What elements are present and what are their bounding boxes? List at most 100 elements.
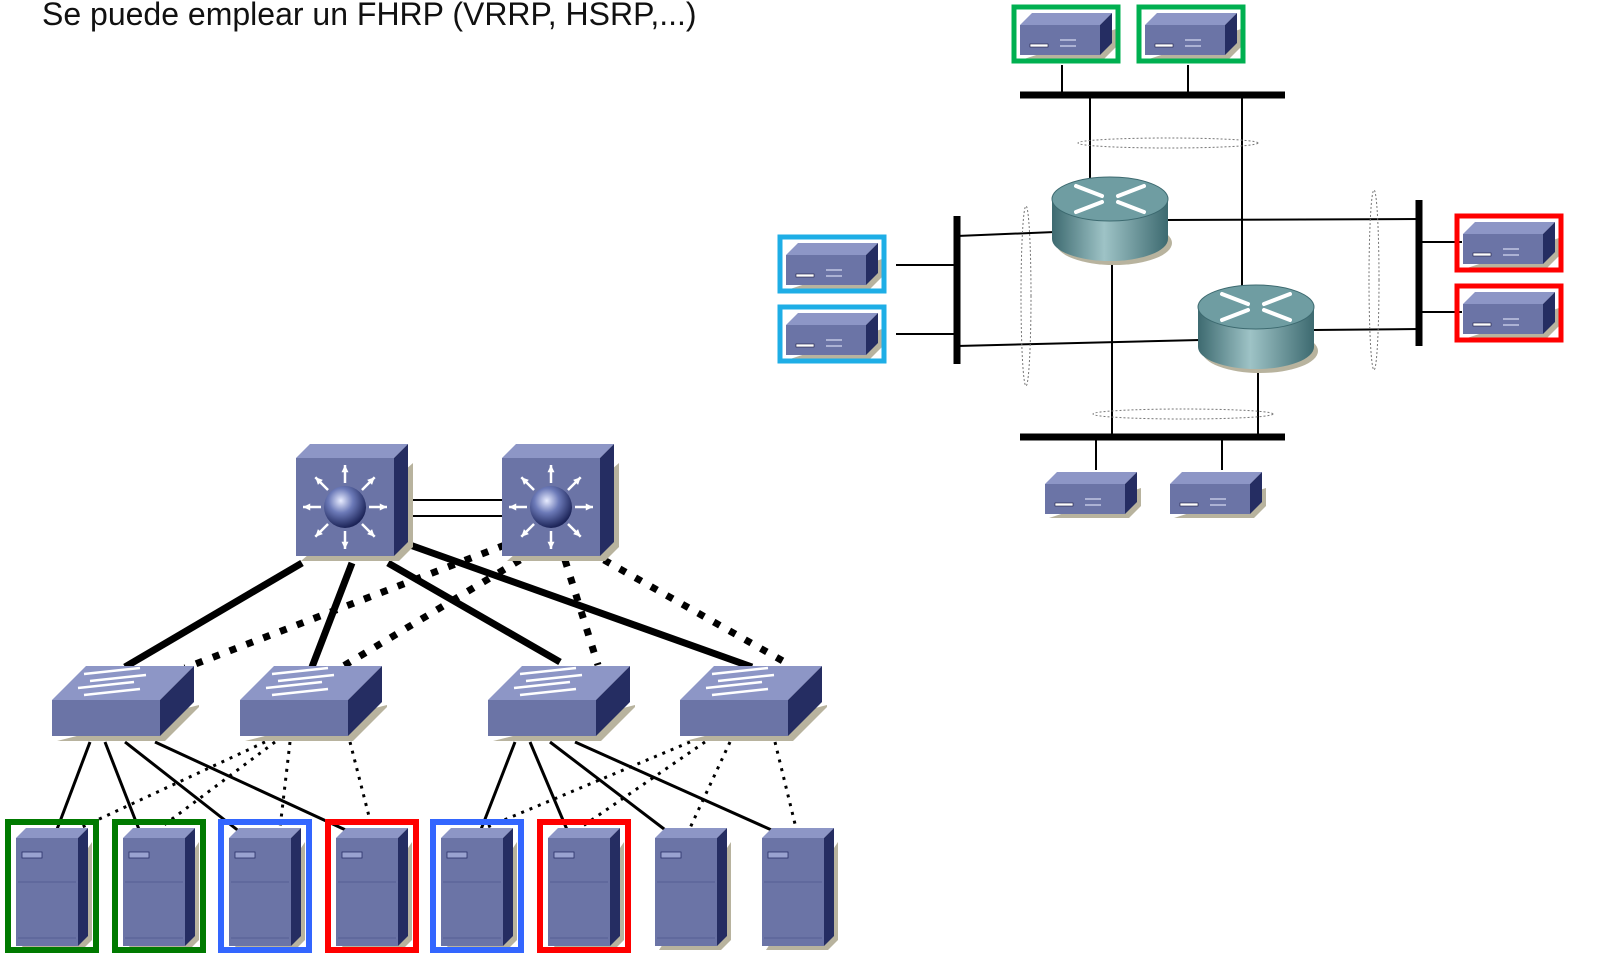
server-side [291, 828, 301, 946]
server-5 [430, 819, 524, 953]
standby-server-link [484, 740, 691, 830]
switch-arrow [519, 666, 577, 676]
server-top [123, 828, 195, 838]
server-3 [218, 819, 312, 953]
router-arrow [1220, 292, 1250, 306]
core-arrowhead [573, 529, 581, 537]
host-highlight-outline [777, 234, 887, 294]
router-b [1197, 284, 1318, 373]
core-top [296, 444, 408, 458]
core-switch-b [502, 444, 619, 561]
server-drive [553, 851, 575, 859]
core-arrowhead [367, 529, 375, 537]
core-arrowhead [547, 541, 555, 549]
server-7 [655, 828, 731, 950]
top-host-1 [1011, 4, 1121, 64]
host-highlight-outline [1136, 4, 1246, 64]
server-top [229, 828, 301, 838]
left-segment-to-router-b [956, 339, 1201, 347]
switch-arrow [271, 666, 329, 676]
server-link [124, 740, 241, 834]
server-link [549, 740, 669, 834]
switch-face [680, 700, 788, 736]
host-led [1472, 322, 1492, 327]
host-led [1472, 252, 1492, 257]
server-drive [21, 851, 43, 859]
redundancy-ellipses [1020, 137, 1380, 420]
server-side [717, 828, 727, 946]
host-highlight-outline [1454, 283, 1564, 343]
router-arrow [1116, 200, 1146, 214]
bottom-redundancy-ellipse [1092, 408, 1274, 420]
switch-devices [52, 444, 827, 741]
host-led [1029, 43, 1049, 48]
core-arrowhead [379, 503, 387, 511]
switch-face [240, 700, 348, 736]
switch-arrow [265, 680, 323, 690]
host-highlight-outline [1454, 213, 1564, 273]
host-top [1045, 472, 1137, 484]
core-arrowhead [315, 477, 323, 485]
router-arrow [1262, 308, 1292, 322]
switch-arrow [711, 687, 769, 697]
top-host-2 [1136, 4, 1246, 64]
host-side [1125, 472, 1137, 514]
server-4 [325, 819, 419, 953]
server-drive [341, 851, 363, 859]
core-arrowhead [341, 465, 349, 473]
server-highlight-outline [218, 819, 312, 953]
host-side [1100, 13, 1112, 55]
server-6 [537, 819, 631, 953]
server-side [503, 828, 513, 946]
core-sphere [530, 486, 572, 528]
host-side [1543, 222, 1555, 264]
switch-side [348, 666, 382, 736]
standby-server-link [278, 741, 292, 829]
switch-arrow [83, 666, 141, 676]
server-top [548, 828, 620, 838]
switch-side [596, 666, 630, 736]
core-arrowhead [521, 529, 529, 537]
router-segment-links [896, 65, 1462, 470]
server-highlight-outline [537, 819, 631, 953]
standby-server-link [579, 740, 706, 830]
server-highlight-outline [325, 819, 419, 953]
switch-arrow [83, 687, 141, 697]
core-arrowhead [303, 503, 311, 511]
core-arrowhead [521, 477, 529, 485]
server-8 [762, 828, 838, 950]
server-link [574, 740, 777, 834]
left-host-1 [777, 234, 887, 294]
switch-side [788, 666, 822, 736]
host-led [795, 273, 815, 278]
host-top [786, 243, 878, 255]
host-led [1179, 502, 1199, 507]
active-uplink [123, 559, 304, 671]
host-side [1543, 292, 1555, 334]
right-redundancy-ellipse [1368, 189, 1380, 371]
left-segment-to-router-a [956, 231, 1056, 237]
right-segment-to-router-b [1312, 328, 1420, 331]
standby-server-link [79, 740, 266, 830]
switch-arrow [277, 673, 335, 683]
server-link [103, 741, 142, 833]
server-drive [234, 851, 256, 859]
host-highlight-outline [1011, 4, 1121, 64]
switch-side [160, 666, 194, 736]
lan-segments [953, 91, 1423, 441]
server-link [54, 741, 92, 833]
server-side [610, 828, 620, 946]
server-link [478, 741, 517, 833]
router-a [1051, 176, 1172, 265]
left-redundancy-ellipse [1020, 205, 1032, 387]
server-link [528, 741, 570, 833]
top-redundancy-ellipse [1077, 137, 1259, 149]
host-highlight-outline [777, 304, 887, 364]
host-side [866, 313, 878, 355]
server-drive [128, 851, 150, 859]
access-switch-2 [240, 666, 387, 741]
host-led [1154, 43, 1174, 48]
host-top [1020, 13, 1112, 25]
switched-links [54, 499, 798, 834]
